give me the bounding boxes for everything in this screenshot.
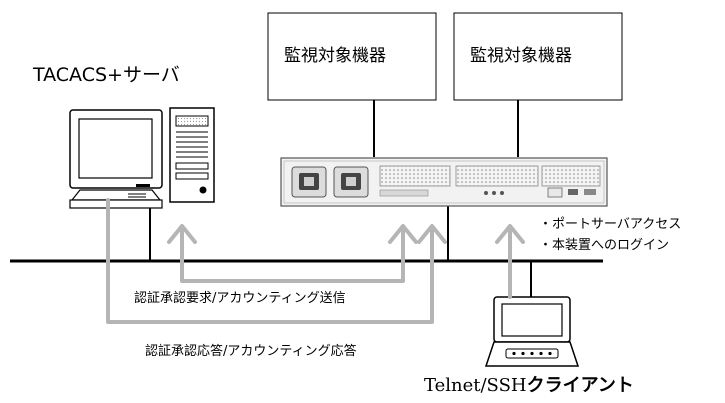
monitored-device-box-1 <box>267 12 437 101</box>
request-flow-label: 認証承認要求/アカウンティング送信 <box>134 291 346 306</box>
monitored-device-label-2: 監視対象機器 <box>470 46 572 66</box>
request-origin-arrowhead <box>388 224 418 244</box>
tower-server-icon <box>169 107 215 203</box>
monitored-device-label-1: 監視対象機器 <box>284 46 386 66</box>
request-flow-line <box>180 225 405 283</box>
service-item-login: ・本装置へのログイン <box>539 238 670 253</box>
client-label-ja: クライアント <box>526 375 634 396</box>
request-arrowhead <box>167 224 197 244</box>
response-flow-label: 認証承認応答/アカウンティング応答 <box>145 344 357 359</box>
laptop-icon <box>484 296 580 367</box>
tacacs-server-label: TACACS+サーバ <box>33 64 180 86</box>
rack-console-server-icon <box>280 157 608 207</box>
client-access-arrowhead <box>495 224 525 244</box>
client-label: Telnet/SSHクライアント <box>424 377 634 395</box>
service-item-port-access: ・ポートサーバアクセス <box>539 217 682 232</box>
response-flow-line <box>106 198 434 324</box>
monitored-device-box-2 <box>453 12 623 101</box>
desktop-computer-icon <box>69 109 163 209</box>
response-arrowhead <box>417 224 447 244</box>
client-label-latin: Telnet/SSH <box>424 375 527 396</box>
